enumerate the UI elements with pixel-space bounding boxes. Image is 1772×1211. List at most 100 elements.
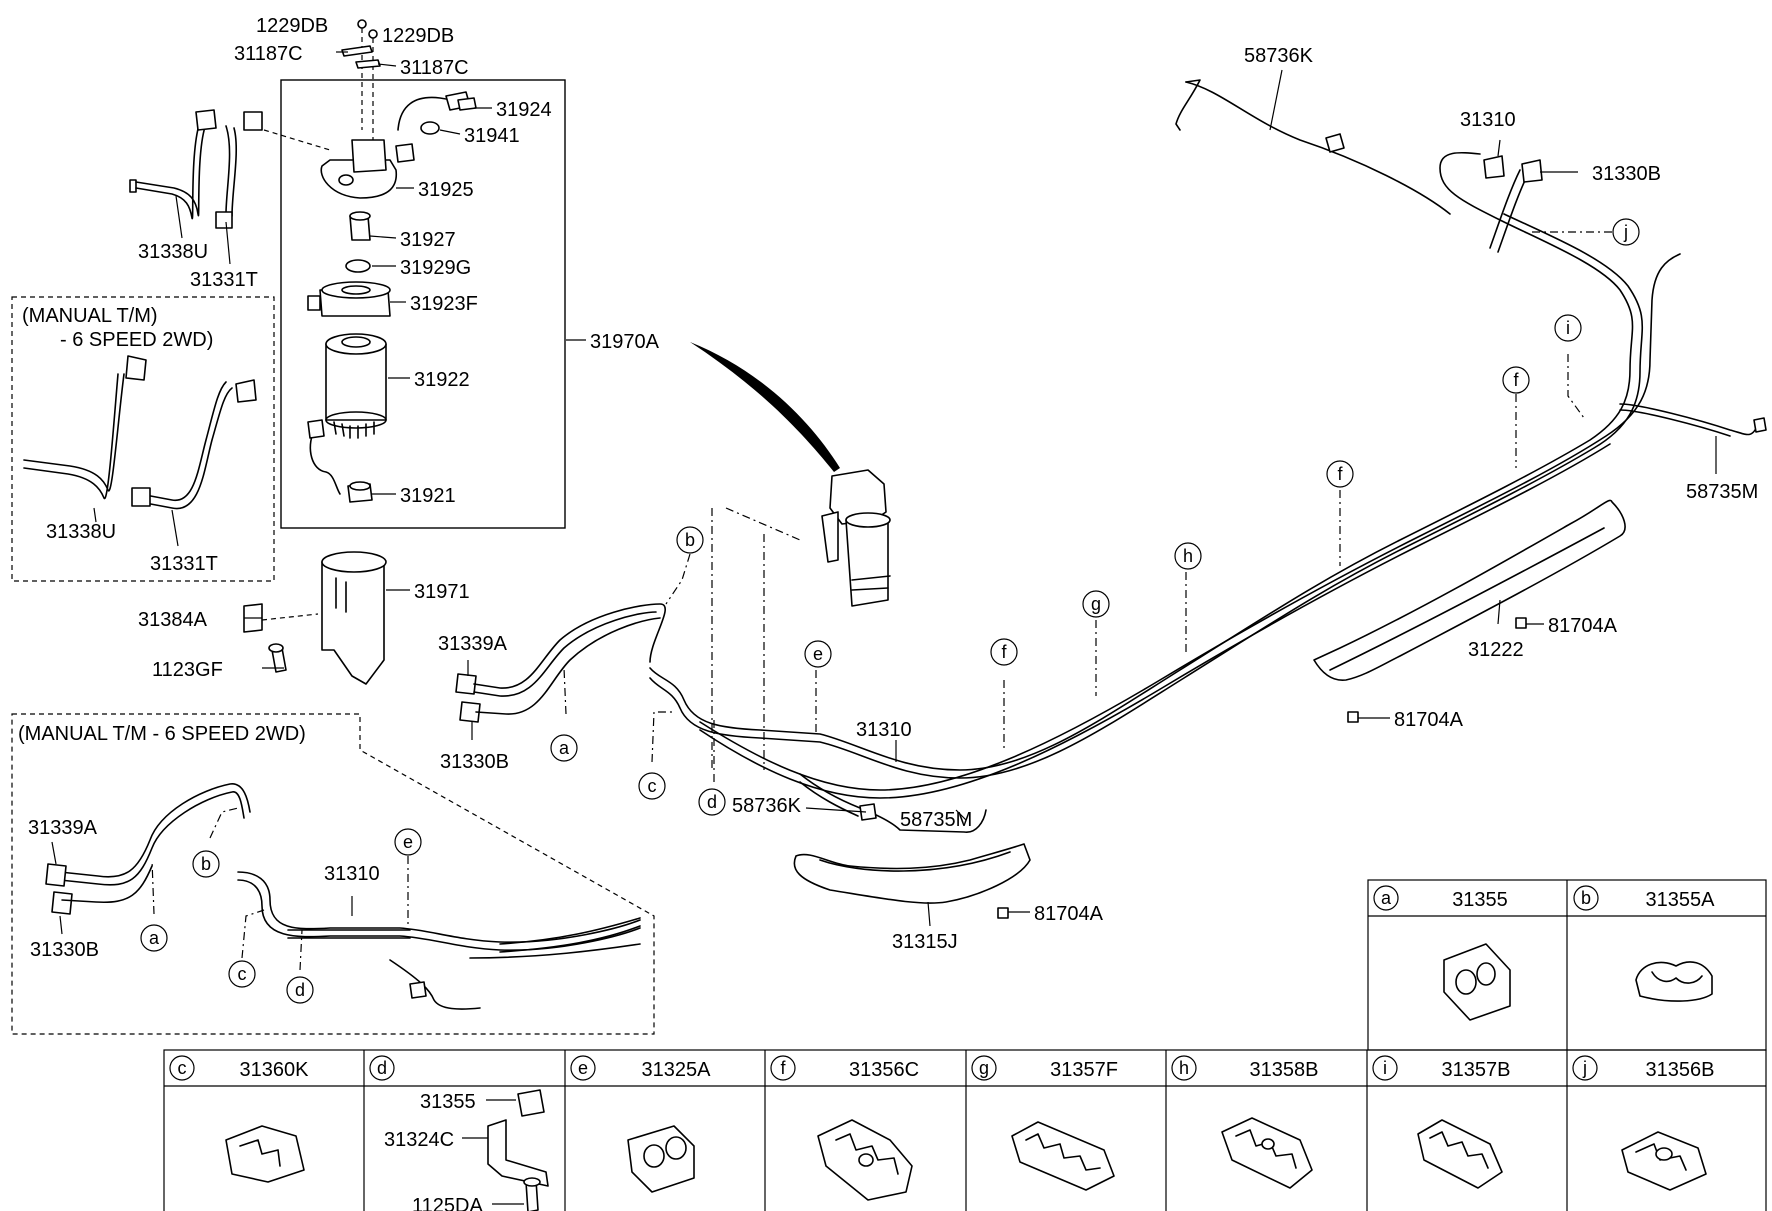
label-31315j: 31315J — [892, 931, 958, 953]
callout-arrows — [151, 231, 1612, 971]
label-31330b-top: 31330B — [1592, 163, 1661, 185]
seal-31941 — [420, 121, 440, 135]
bolt-81704a-right2 — [1347, 711, 1359, 723]
label-31187c-left: 31187C — [234, 43, 303, 65]
legend-cell-d: d 31355 31324C 1125DA — [369, 1055, 549, 1211]
callout-g-main: g — [1091, 594, 1101, 614]
label-58736k-top: 58736K — [1244, 45, 1314, 67]
legend-cell-f: f 31356C — [770, 1055, 919, 1201]
label-1123gf: 1123GF — [152, 659, 223, 681]
label-31310-manual: 31310 — [324, 863, 380, 885]
label-31929g: 31929G — [400, 257, 471, 279]
fuel-filter-assembly-group — [280, 19, 566, 529]
callout-f-main-1: f — [1001, 642, 1007, 662]
label-31339a-main: 31339A — [438, 633, 508, 655]
label-1229db-left: 1229DB — [256, 15, 328, 37]
legend-letter-d: d — [377, 1058, 387, 1078]
bolt-1229db-left — [357, 19, 367, 130]
manual-tm-dashed-box-upper — [11, 296, 275, 582]
label-1229db-right: 1229DB — [382, 25, 454, 47]
label-31310-top: 31310 — [1460, 109, 1516, 131]
label-31927: 31927 — [400, 229, 456, 251]
bolt-81704a-low — [997, 907, 1009, 919]
callout-a-main: a — [559, 738, 570, 758]
legend-part-a: 31355 — [1452, 889, 1508, 911]
legend-part-j: 31356B — [1646, 1059, 1715, 1081]
sensor-31921 — [307, 419, 373, 503]
callout-j-main: j — [1623, 222, 1628, 242]
legend-part-h: 31358B — [1250, 1059, 1319, 1081]
oring-31929g — [345, 259, 371, 273]
protector-31222 — [1313, 499, 1626, 681]
legend-part-f: 31356C — [849, 1059, 919, 1081]
callout-i-main: i — [1566, 318, 1570, 338]
legend-letter-c: c — [178, 1058, 187, 1078]
legend-cell-j: j 31356B — [1572, 1055, 1715, 1191]
label-31187c-right: 31187C — [400, 57, 469, 79]
label-31331t-top: 31331T — [190, 269, 258, 291]
filter-element-31922 — [325, 333, 387, 439]
legend-part-e: 31325A — [642, 1059, 712, 1081]
label-58736k-lower: 58736K — [732, 795, 802, 817]
label-31330b-main: 31330B — [440, 751, 509, 773]
variant-lower-title: (MANUAL T/M - 6 SPEED 2WD) — [18, 723, 306, 745]
callout-c-main: c — [648, 776, 657, 796]
legend-part-b: 31355A — [1646, 889, 1716, 911]
label-81704a-right2: 81704A — [1394, 709, 1464, 731]
legend-letter-a: a — [1381, 888, 1392, 908]
hose-31338u-top — [129, 109, 217, 219]
legend-cell-b: b 31355A — [1573, 885, 1716, 1002]
callout-h-main: h — [1183, 546, 1193, 566]
variant-upper-line1: (MANUAL T/M) — [22, 305, 158, 327]
label-81704a-right1: 81704A — [1548, 615, 1618, 637]
legend-cell-i: i 31357B — [1372, 1055, 1511, 1189]
legend-d-1125da: 1125DA — [412, 1195, 483, 1211]
callout-letters: a b c d e f g h f f i j a b c d e — [149, 222, 1628, 1000]
label-81704a-lower: 81704A — [1034, 903, 1104, 925]
legend-part-g: 31357F — [1050, 1059, 1118, 1081]
bolt-81704a-right1 — [1515, 617, 1527, 629]
legend-part-c: 31360K — [240, 1059, 310, 1081]
bolt-1123gf — [268, 643, 287, 673]
legend-part-i: 31357B — [1442, 1059, 1511, 1081]
legend-cell-h: h 31358B — [1171, 1055, 1319, 1189]
protector-31315j — [793, 843, 1031, 904]
callout-c-variant: c — [238, 964, 247, 984]
label-31925: 31925 — [418, 179, 474, 201]
legend-cell-c: c 31360K — [169, 1055, 310, 1183]
variant-upper-line2: - 6 SPEED 2WD) — [60, 329, 213, 351]
legend-letter-i: i — [1383, 1058, 1387, 1078]
legend-letter-g: g — [979, 1058, 989, 1078]
filter-head-31925 — [320, 139, 398, 199]
label-31941: 31941 — [464, 125, 520, 147]
label-31384a: 31384A — [138, 609, 208, 631]
label-31330b-manual: 31330B — [30, 939, 99, 961]
label-31222: 31222 — [1468, 639, 1524, 661]
fuel-filter-installed — [690, 342, 891, 607]
clip-legend: a 31355 b 31355A c 31360K d — [163, 879, 1767, 1211]
adapter-31923f — [307, 281, 391, 317]
label-31921: 31921 — [400, 485, 456, 507]
label-31339a-manual: 31339A — [28, 817, 98, 839]
part-labels: 1229DB 1229DB 31187C 31187C 31924 31941 … — [18, 15, 1758, 961]
callout-a-variant: a — [149, 928, 160, 948]
label-31971: 31971 — [414, 581, 470, 603]
legend-cell-g: g 31357F — [971, 1055, 1118, 1191]
main-fuel-line-assembly — [455, 79, 1767, 833]
legend-cell-a: a 31355 — [1373, 885, 1511, 1021]
legend-letter-j: j — [1582, 1058, 1587, 1078]
label-31922: 31922 — [414, 369, 470, 391]
callout-b-variant: b — [201, 854, 211, 874]
label-58735m-lower: 58735M — [900, 809, 972, 831]
sensor-31924 — [397, 91, 477, 131]
label-31924: 31924 — [496, 99, 552, 121]
callout-f-main-2: f — [1337, 464, 1343, 484]
manual-tm-variant-box-upper — [11, 296, 275, 582]
legend-letter-b: b — [1581, 888, 1591, 908]
legend-letter-h: h — [1179, 1058, 1189, 1078]
legend-d-31324c: 31324C — [384, 1129, 454, 1151]
legend-bottom-frame — [163, 1049, 1767, 1211]
callout-e-main: e — [813, 644, 823, 664]
legend-letter-f: f — [780, 1058, 786, 1078]
